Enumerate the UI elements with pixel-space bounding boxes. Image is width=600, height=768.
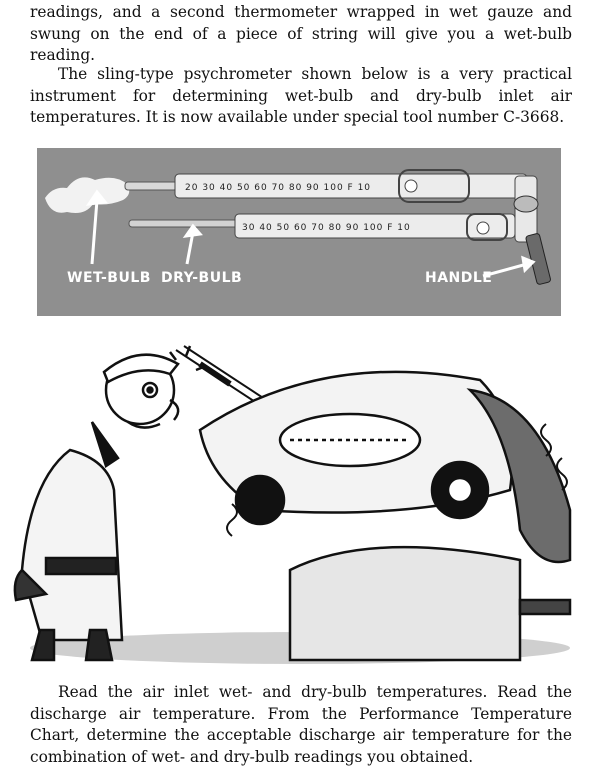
wet-bulb-label: WET-BULB	[67, 270, 151, 286]
upper-rivet	[404, 179, 418, 193]
wet-gauze	[45, 177, 130, 213]
upper-clip	[398, 169, 470, 203]
label-arrows	[85, 189, 536, 278]
sling-psychrometer-paragraph: The sling-type psychrometer shown below …	[30, 65, 572, 126]
dry-bulb-label: DRY-BULB	[161, 270, 243, 286]
lower-tube	[128, 219, 240, 228]
lower-rivet	[476, 221, 490, 235]
mechanic-figure	[13, 345, 207, 662]
psychrometer-photo: 20 30 40 50 60 70 80 90 100 F 10 30 40 5…	[37, 148, 561, 316]
lower-clip	[466, 213, 508, 241]
lower-scale-numbers: 30 40 50 60 70 80 90 100 F 10	[242, 223, 411, 233]
pivot-ring	[513, 195, 539, 213]
psychrometer-illustration	[45, 169, 551, 285]
bottom-paragraph: Read the air inlet wet- and dry-bulb tem…	[30, 683, 572, 766]
motion-lines	[226, 423, 568, 537]
cartoon-illustration	[13, 345, 572, 664]
top-paragraph: readings, and a second thermometer wrapp…	[30, 3, 572, 64]
upper-tube	[124, 181, 178, 191]
car-on-stand	[198, 370, 572, 662]
handle-label: HANDLE	[425, 270, 493, 286]
upper-scale-numbers: 20 30 40 50 60 70 80 90 100 F 10	[185, 183, 372, 193]
